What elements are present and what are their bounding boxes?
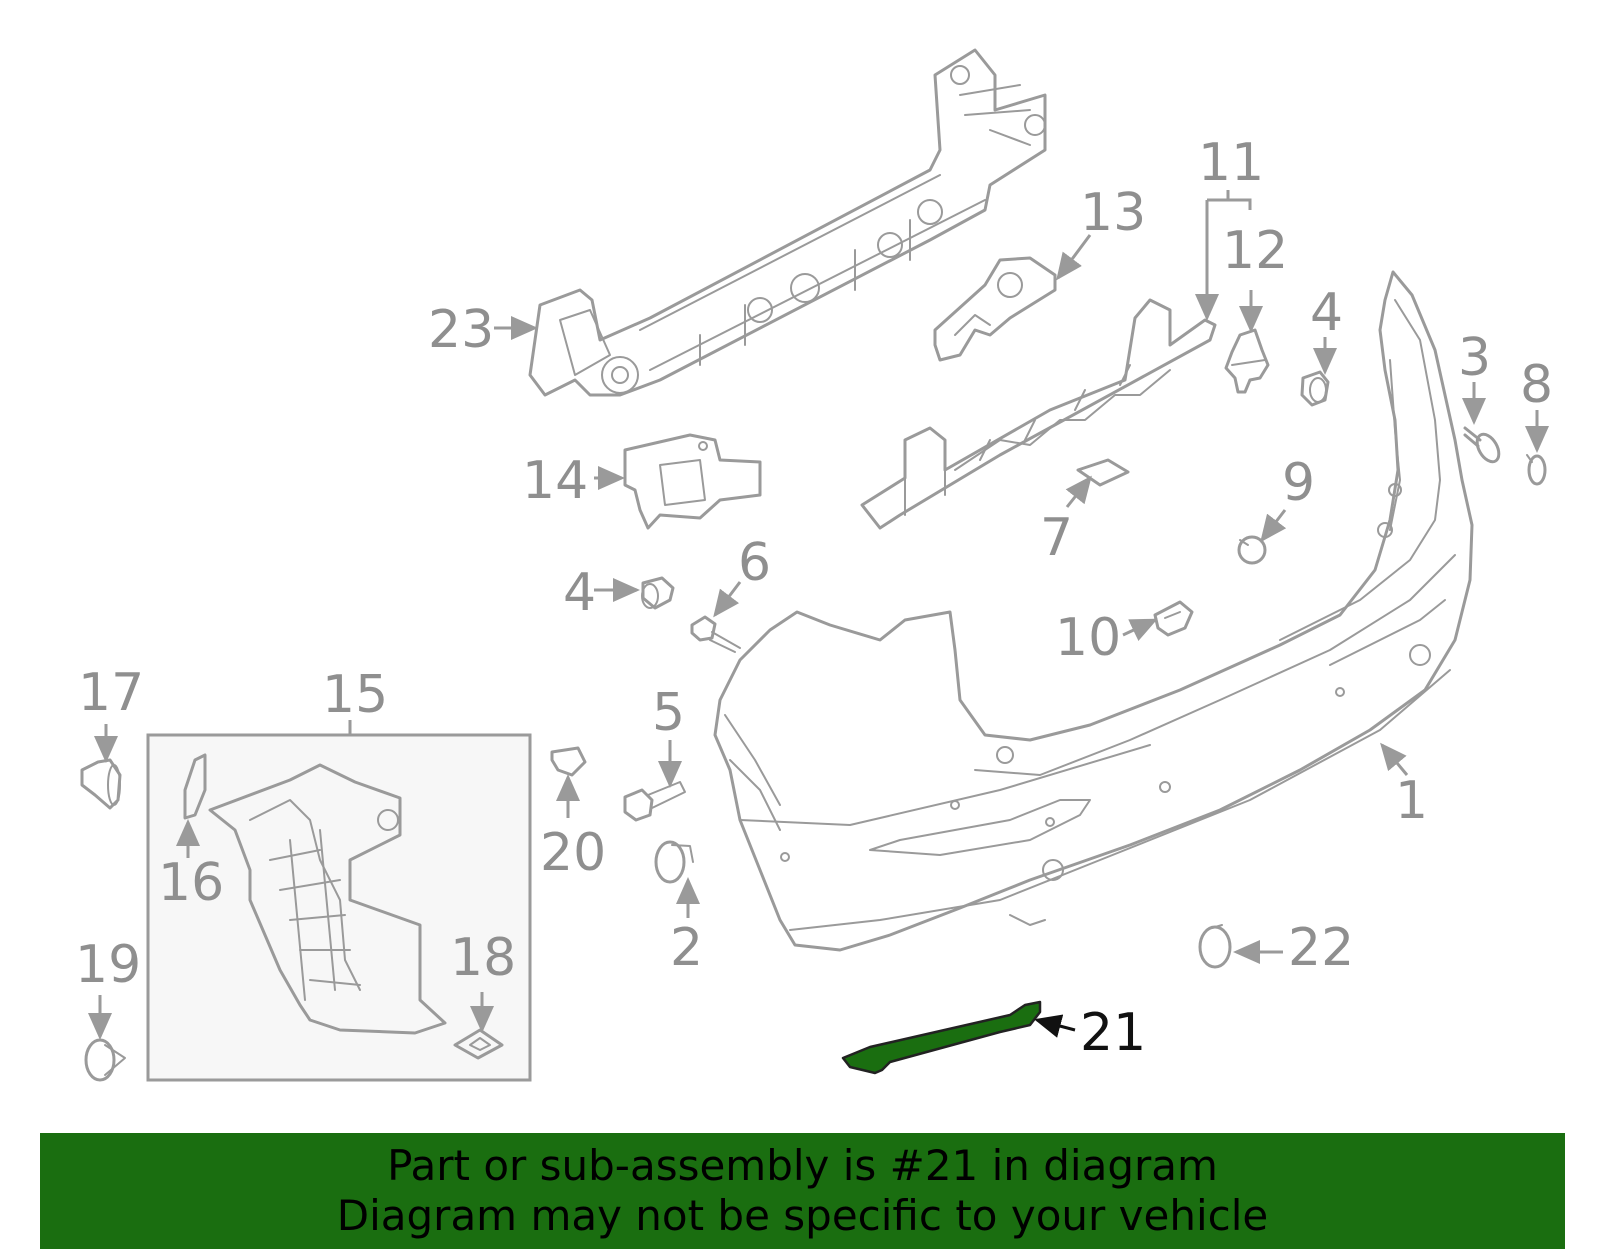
callout-23: 23 <box>428 300 494 360</box>
callout-20: 20 <box>540 823 606 883</box>
callout-12: 12 <box>1222 221 1288 281</box>
part-2-clip <box>654 840 694 884</box>
callout-7: 7 <box>1040 508 1073 568</box>
banner-line-part: Part or sub-assembly is #21 in diagram <box>387 1141 1218 1190</box>
part-3-screw <box>1463 426 1501 464</box>
part-16-clip <box>183 753 207 820</box>
part-14-side-bracket <box>623 433 762 530</box>
part-1-bumper-cover <box>713 270 1474 952</box>
callout-9: 9 <box>1282 453 1315 513</box>
part-18-nut <box>453 1028 504 1060</box>
part-4-nut-upper <box>1300 370 1330 407</box>
callout-14: 14 <box>522 451 588 511</box>
part-21-reflector-highlighted <box>841 1000 1042 1075</box>
part-7-cap <box>1076 458 1130 487</box>
callout-17: 17 <box>78 663 144 723</box>
part-4-nut-lower <box>641 576 675 610</box>
part-15-inset <box>146 733 532 1082</box>
callout-18: 18 <box>450 928 516 988</box>
callout-4-lower: 4 <box>563 563 596 623</box>
part-5-bolt <box>623 781 686 822</box>
callout-11: 11 <box>1198 133 1264 193</box>
banner-line-disclaimer: Diagram may not be specific to your vehi… <box>336 1191 1269 1240</box>
callout-13: 13 <box>1080 183 1146 243</box>
callout-10: 10 <box>1055 608 1121 668</box>
callout-5: 5 <box>652 683 685 743</box>
part-6-bolt <box>690 615 741 653</box>
part-22-grommet <box>1198 924 1232 969</box>
callout-22: 22 <box>1288 918 1354 978</box>
callout-8: 8 <box>1520 355 1553 415</box>
callout-19: 19 <box>75 935 141 995</box>
callout-4-upper: 4 <box>1310 283 1343 343</box>
part-20-clip <box>550 746 587 777</box>
callout-3: 3 <box>1458 328 1491 388</box>
callout-2: 2 <box>670 918 703 978</box>
part-12-clip <box>1224 328 1270 394</box>
part-19-grommet <box>84 1038 126 1082</box>
callout-15: 15 <box>322 665 388 725</box>
part-23-reinforcement-beam <box>528 48 1047 397</box>
part-10-bracket <box>1153 600 1194 637</box>
part-8-clip <box>1526 454 1547 486</box>
callout-1: 1 <box>1395 771 1428 831</box>
callout-21-highlighted: 21 <box>1080 1003 1146 1063</box>
part-9-grommet <box>1237 535 1267 565</box>
part-17-nut <box>80 758 122 810</box>
info-banner: Part or sub-assembly is #21 in diagram D… <box>40 1133 1565 1249</box>
leader-arrows <box>88 190 1549 1040</box>
part-13-bracket <box>933 256 1057 362</box>
callout-16: 16 <box>158 853 224 913</box>
part-11-guide-bracket <box>860 298 1217 530</box>
callout-6: 6 <box>738 533 771 593</box>
